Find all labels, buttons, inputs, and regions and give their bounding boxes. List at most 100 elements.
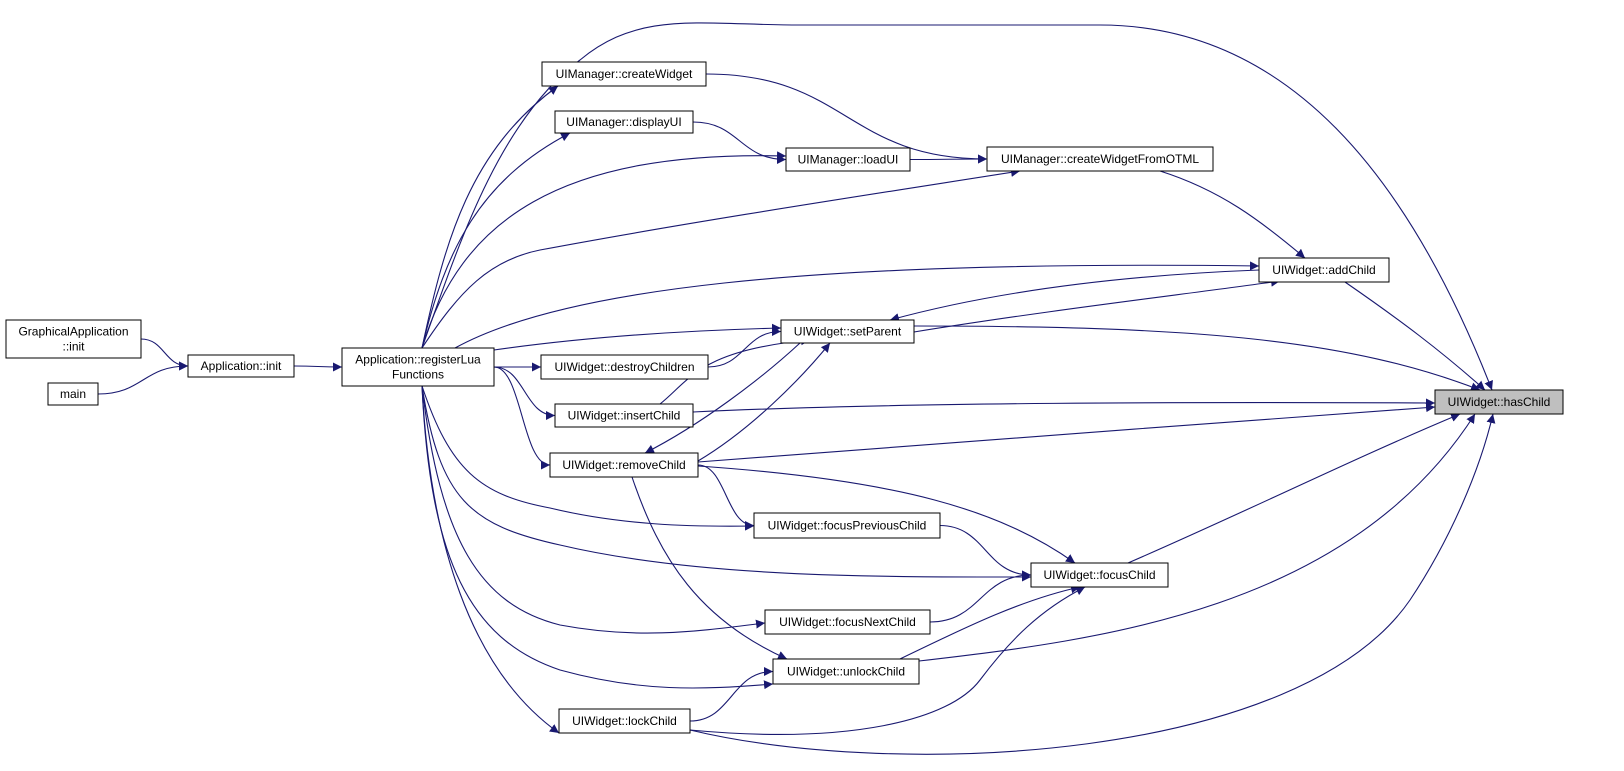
node-box (549, 452, 699, 478)
node-label: Application::init (201, 359, 282, 373)
edge-app_reg-to-w_focusnext (421, 385, 766, 634)
edge-w_remove-to-w_setparent (697, 342, 831, 462)
edge-w_focusnext-to-w_focus (929, 570, 1032, 623)
edge-w_lock-to-w_has (689, 413, 1496, 755)
node-label: ::init (62, 340, 85, 354)
node-uim-load[interactable]: UIManager::loadUI (785, 147, 911, 172)
node-w-focusprev[interactable]: UIWidget::focusPreviousChild (753, 512, 941, 539)
edge-w_remove-to-w_focus (697, 465, 1076, 564)
edge-app_reg-to-uim_load (421, 151, 787, 349)
node-label: UIManager::displayUI (566, 115, 681, 129)
node-box (558, 708, 691, 734)
node-label: UIWidget::removeChild (562, 458, 685, 472)
node-ga-init[interactable]: GraphicalApplication::init (5, 319, 142, 359)
node-label: UIWidget::focusChild (1043, 568, 1155, 582)
node-uim-otml[interactable]: UIManager::createWidgetFromOTML (986, 146, 1214, 172)
node-label: UIWidget::focusPreviousChild (768, 519, 927, 533)
edge-w_add-to-w_setparent (889, 269, 1260, 322)
edge-app_reg-to-w_focusprev (421, 385, 755, 531)
node-box (785, 147, 911, 172)
node-w-unlock[interactable]: UIWidget::unlockChild (772, 658, 920, 685)
node-label: UIWidget::hasChild (1448, 395, 1551, 409)
edge-app_reg-to-w_has (421, 22, 1493, 391)
edge-app_reg-to-uim_display (421, 132, 571, 349)
edge-main-to-app_init (97, 361, 189, 395)
node-app-init[interactable]: Application::init (187, 354, 295, 378)
edge-w_unlock-to-w_has (918, 413, 1476, 662)
edge-w_lock-to-w_focus (689, 586, 1086, 735)
edge-uim_display-to-uim_load (692, 121, 787, 164)
edge-w_remove-to-w_unlock (631, 476, 788, 660)
edge-app_reg-to-w_unlock (421, 385, 774, 690)
edge-w_destroy-to-w_setparent (707, 327, 782, 368)
edge-app_reg-to-w_add (454, 261, 1260, 349)
node-uim-display[interactable]: UIManager::displayUI (554, 110, 694, 134)
edge-w_lock-to-w_unlock (689, 667, 774, 722)
node-box (1030, 562, 1169, 588)
node-label: UIWidget::focusNextChild (779, 615, 916, 629)
node-label: UIManager::createWidget (556, 67, 693, 81)
node-box (772, 658, 920, 685)
edge-w_focus-to-w_has (1127, 413, 1461, 564)
node-w-has[interactable]: UIWidget::hasChild (1434, 389, 1564, 415)
node-label: UIWidget::insertChild (568, 409, 681, 423)
node-box (5, 319, 142, 359)
node-box (986, 146, 1214, 172)
edge-uim_otml-to-w_add (1159, 170, 1306, 259)
node-w-remove[interactable]: UIWidget::removeChild (549, 452, 699, 478)
node-label: GraphicalApplication (18, 325, 128, 339)
node-label: UIWidget::setParent (794, 325, 902, 339)
edge-w_add-to-w_has (1344, 281, 1486, 391)
edge-layer (97, 22, 1496, 755)
edge-app_reg-to-w_focus (421, 385, 1032, 582)
node-label: Functions (392, 368, 444, 382)
node-label: UIWidget::destroyChildren (554, 360, 694, 374)
node-uim-create[interactable]: UIManager::createWidget (541, 61, 707, 87)
edge-ga_init-to-app_init (140, 338, 189, 371)
node-box (341, 347, 495, 387)
node-w-destroy[interactable]: UIWidget::destroyChildren (540, 354, 709, 380)
node-box (1434, 389, 1564, 415)
edge-w_remove-to-w_has (697, 403, 1436, 463)
node-label: UIManager::loadUI (798, 153, 899, 167)
edge-app_init-to-app_reg (293, 362, 343, 372)
edge-w_setparent-to-w_add (913, 277, 1281, 333)
node-label: UIWidget::addChild (1272, 263, 1375, 277)
edge-app_reg-to-uim_create (421, 85, 559, 349)
edge-app_reg-to-w_remove (493, 366, 551, 470)
edge-w_focusprev-to-w_focus (939, 524, 1032, 580)
node-w-setparent[interactable]: UIWidget::setParent (780, 319, 915, 344)
node-label: Application::registerLua (355, 353, 481, 367)
node-label: UIWidget::lockChild (572, 714, 677, 728)
edge-w_insert-to-w_has (692, 398, 1436, 413)
edge-w_unlock-to-w_focus (899, 584, 1081, 660)
edge-w_setparent-to-w_has (913, 325, 1481, 391)
node-box (1258, 257, 1390, 283)
node-label: UIManager::createWidgetFromOTML (1001, 152, 1199, 166)
edge-w_setparent-to-w_remove (644, 342, 801, 454)
edge-app_reg-to-w_insert (493, 366, 556, 420)
edge-app_reg-to-uim_otml (421, 167, 1021, 349)
node-box (753, 512, 941, 539)
edge-uim_load-to-uim_otml (909, 154, 988, 164)
node-w-focusnext[interactable]: UIWidget::focusNextChild (764, 609, 931, 635)
node-box (554, 403, 694, 428)
node-w-insert[interactable]: UIWidget::insertChild (554, 403, 694, 428)
node-main[interactable]: main (47, 382, 99, 406)
node-label: UIWidget::unlockChild (787, 665, 905, 679)
edge-app_reg-to-w_setparent (493, 323, 782, 351)
node-box (47, 382, 99, 406)
node-box (554, 110, 694, 134)
edge-app_reg-to-w_lock (421, 385, 560, 734)
node-w-lock[interactable]: UIWidget::lockChild (558, 708, 691, 734)
edge-w_remove-to-w_focusprev (697, 464, 755, 530)
edge-uim_create-to-uim_otml (705, 73, 988, 164)
node-box (541, 61, 707, 87)
node-w-add[interactable]: UIWidget::addChild (1258, 257, 1390, 283)
node-w-focus[interactable]: UIWidget::focusChild (1030, 562, 1169, 588)
node-box (540, 354, 709, 380)
node-box (187, 354, 295, 378)
